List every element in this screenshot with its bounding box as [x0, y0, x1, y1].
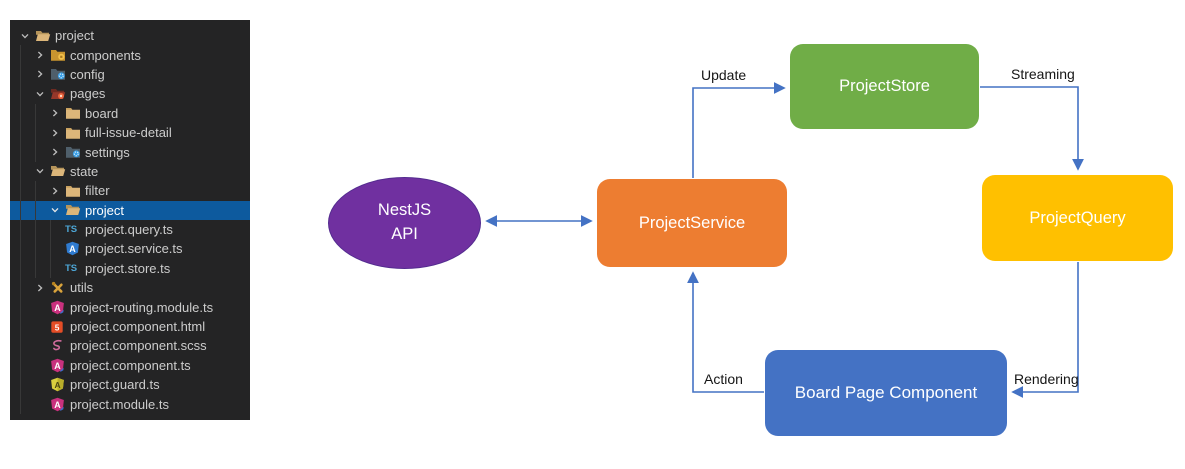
folder-utils-icon: [50, 280, 67, 296]
tree-item-label: project.component.html: [70, 319, 206, 335]
tree-item-config[interactable]: config: [10, 64, 250, 85]
tree-item-board[interactable]: board: [10, 103, 250, 123]
folder-config-icon: [50, 66, 67, 82]
chevron-down-icon[interactable]: [50, 205, 65, 215]
edge-label-update: Update: [701, 67, 747, 83]
folder-components-icon: [50, 47, 67, 63]
tree-item-project-selected[interactable]: project: [10, 200, 250, 220]
tree-item-label: project.service.ts: [85, 241, 183, 257]
tree-item-label: board: [85, 105, 119, 121]
tree-item-project-component-scss[interactable]: project.component.scss: [10, 336, 250, 356]
typescript-icon: TS: [65, 262, 78, 274]
folder-icon: [65, 125, 82, 141]
svg-text:A: A: [54, 361, 61, 371]
node-label: Board Page Component: [794, 383, 978, 402]
tree-item-project-module-ts[interactable]: A project.module.ts: [10, 394, 250, 414]
tree-item-label: project.component.scss: [70, 338, 207, 354]
tree-item-label: utils: [70, 280, 94, 296]
tree-item-label: project.store.ts: [85, 260, 171, 276]
chevron-down-icon[interactable]: [35, 166, 50, 176]
html5-icon: 5: [50, 320, 67, 334]
folder-icon: [65, 183, 82, 199]
svg-text:A: A: [69, 244, 76, 254]
svg-text:A: A: [54, 380, 60, 390]
tree-item-project-component-html[interactable]: 5 project.component.html: [10, 316, 250, 337]
tree-item-label: project: [55, 28, 95, 44]
node-label: ProjectQuery: [1029, 208, 1126, 227]
chevron-right-icon[interactable]: [50, 186, 65, 196]
svg-text:A: A: [54, 303, 61, 313]
tree-item-label: state: [70, 163, 99, 179]
svg-text:5: 5: [55, 322, 60, 332]
chevron-down-icon[interactable]: [35, 89, 50, 99]
folder-icon: [65, 105, 82, 121]
edge-label-streaming: Streaming: [1011, 66, 1075, 82]
svg-text:A: A: [54, 399, 61, 409]
tree-item-label: project.query.ts: [85, 222, 173, 238]
tree-item-label: filter: [85, 183, 110, 199]
tree-item-full-issue-detail[interactable]: full-issue-detail: [10, 122, 250, 143]
typescript-icon: TS: [65, 224, 78, 236]
tree-item-pages[interactable]: pages: [10, 84, 250, 104]
angular-icon: A: [50, 397, 67, 412]
tree-item-project-service-ts[interactable]: A project.service.ts: [10, 239, 250, 259]
tree-item-project-query-ts[interactable]: TS project.query.ts: [10, 219, 250, 240]
tree-item-state[interactable]: state: [10, 161, 250, 182]
chevron-right-icon[interactable]: [35, 283, 50, 293]
tree-item-label: project.component.ts: [70, 357, 191, 373]
tree-item-project-guard-ts[interactable]: A project.guard.ts: [10, 375, 250, 395]
node-label: ProjectStore: [839, 77, 930, 95]
tree-item-label: settings: [85, 144, 130, 160]
tree-item-project-component-ts[interactable]: A project.component.ts: [10, 355, 250, 376]
folder-open-icon: [50, 163, 67, 179]
folder-open-icon: [35, 28, 52, 44]
tree-item-utils[interactable]: utils: [10, 278, 250, 298]
node-label-line2: API: [391, 225, 418, 243]
chevron-right-icon[interactable]: [50, 108, 65, 118]
tree-item-project-root[interactable]: project: [10, 26, 250, 45]
tree-item-label: project.guard.ts: [70, 377, 160, 393]
folder-open-icon: [65, 202, 82, 218]
tree-item-project-store-ts[interactable]: TS project.store.ts: [10, 258, 250, 279]
chevron-right-icon[interactable]: [50, 147, 65, 157]
folder-settings-icon: [65, 144, 82, 160]
chevron-right-icon[interactable]: [50, 128, 65, 138]
chevron-right-icon[interactable]: [35, 69, 50, 79]
tree-item-label: project.module.ts: [70, 396, 169, 412]
connector-update: [692, 82, 786, 178]
folder-pages-icon: [50, 86, 67, 102]
angular-service-icon: A: [65, 241, 82, 256]
connector-streaming: [980, 86, 1084, 171]
node-project-service: ProjectService: [597, 179, 787, 267]
guard-icon: A: [50, 377, 67, 392]
tree-item-components[interactable]: components: [10, 45, 250, 65]
tree-item-label: pages: [70, 86, 106, 102]
node-label: ProjectService: [638, 213, 746, 232]
angular-icon: A: [50, 358, 67, 373]
edge-label-action: Action: [704, 371, 743, 387]
tree-item-label: project-routing.module.ts: [70, 299, 214, 315]
chevron-right-icon[interactable]: [35, 50, 50, 60]
tree-item-label: config: [70, 66, 105, 82]
tree-item-filter[interactable]: filter: [10, 181, 250, 201]
node-nestjs-api: NestJS API: [328, 177, 481, 269]
node-project-store: ProjectStore: [790, 44, 979, 129]
tree-item-label: components: [70, 47, 141, 63]
tree-item-label: project: [85, 202, 125, 218]
edge-label-rendering: Rendering: [1014, 371, 1079, 387]
sass-icon: [50, 338, 67, 353]
tree-item-settings[interactable]: settings: [10, 142, 250, 162]
node-board-page-component: Board Page Component: [765, 350, 1007, 436]
tree-item-project-routing-module-ts[interactable]: A project-routing.module.ts: [10, 297, 250, 317]
chevron-down-icon[interactable]: [20, 31, 35, 41]
node-label-line1: NestJS: [377, 201, 432, 220]
node-project-query: ProjectQuery: [982, 175, 1173, 261]
tree-item-label: full-issue-detail: [85, 125, 172, 141]
file-explorer: project components config pages: [10, 20, 250, 420]
angular-icon: A: [50, 300, 67, 315]
